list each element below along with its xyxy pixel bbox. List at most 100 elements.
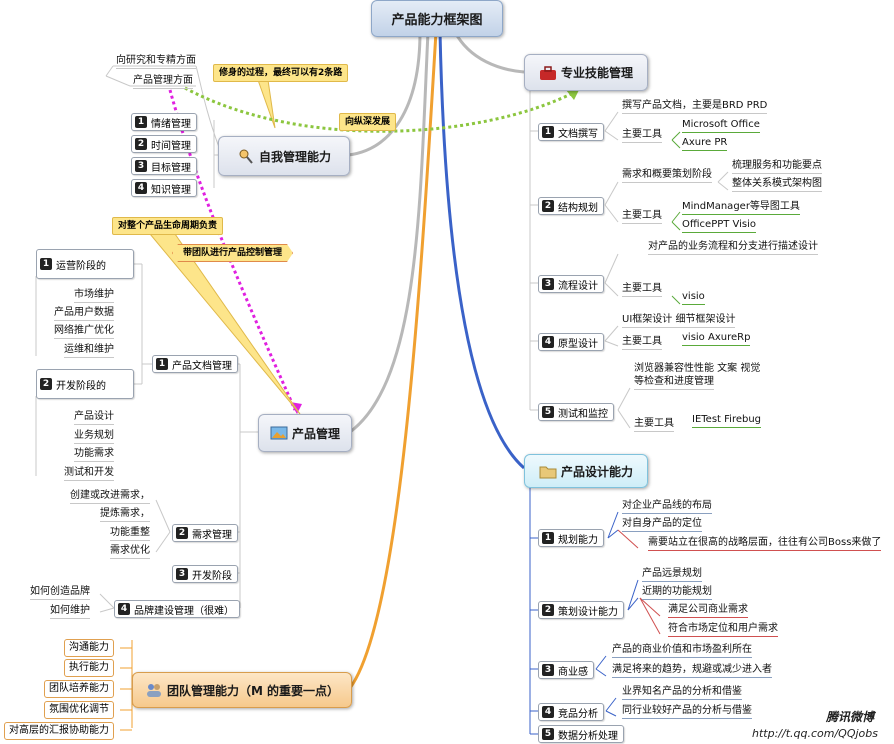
req-item-4: 需求优化 [110, 544, 150, 559]
skill-prototype-tool-1: visio AxureRp [682, 331, 751, 346]
doc-dev-item-3: 功能需求 [74, 447, 114, 462]
design-business-item-2: 满足将来的趋势，规避或减少进入者 [612, 663, 772, 678]
magnifier-person-icon [239, 149, 253, 164]
skill-flow-desc: 对产品的业务流程和分支进行描述设计 [648, 240, 818, 255]
design-topic[interactable]: 产品设计能力 [524, 454, 648, 488]
skill-doc-tool-2: Axure PR [682, 136, 728, 151]
team-item-atmosphere[interactable]: 氛围优化调节 [44, 701, 114, 719]
people-icon [146, 684, 161, 697]
doc-dev-item-2: 业务规划 [74, 429, 114, 444]
doc-ops-item-4: 运维和维护 [64, 343, 114, 358]
skill-structure-desc-2: 整体关系模式架构图 [732, 177, 822, 192]
doc-dev-item-4: 测试和开发 [64, 466, 114, 481]
toolbox-icon [539, 65, 556, 80]
self-path-product[interactable]: 产品管理方面 [133, 74, 193, 89]
skill-testing-tools-label: 主要工具 [634, 417, 674, 432]
skill-prototype-desc: UI框架设计 细节框架设计 [622, 313, 736, 328]
brand-item-2: 如何维护 [50, 604, 90, 619]
skills-label: 专业技能管理 [560, 66, 633, 80]
skill-structure-tool-2: OfficePPT Visio [682, 218, 757, 233]
self-management-label: 自我管理能力 [258, 149, 331, 164]
watermark-url: http://t.qq.com/QQjobs [752, 727, 878, 740]
design-competitor-item-2: 同行业较好产品的分析与借鉴 [622, 704, 752, 719]
design-strategy-item-2: 近期的功能规划 [642, 585, 712, 600]
self-path-research[interactable]: 向研究和专精方面 [116, 54, 196, 69]
watermark-brand: 腾讯微博 [826, 710, 875, 724]
root-to-self-line [347, 31, 422, 157]
design-planning-sub: 需要站立在很高的战略层面，往往有公司Boss来做了 [648, 536, 882, 551]
vertical-development-label: 向纵深发展 [339, 113, 397, 131]
skill-testing-desc-2: 等检查和进度管理 [634, 375, 714, 390]
doc-dev-item-1: 产品设计 [74, 410, 114, 425]
design-strategy-sub-1: 满足公司商业需求 [668, 603, 748, 618]
skill-doc-desc: 撰写产品文档，主要是BRD PRD [622, 99, 768, 114]
req-item-2: 提炼需求， [100, 507, 150, 522]
root-label: 产品能力框架图 [391, 13, 483, 28]
design-competitor-item-1: 业界知名产品的分析和借鉴 [622, 685, 742, 700]
team-item-training[interactable]: 团队培养能力 [44, 680, 114, 698]
design-strategy-item-1: 产品远景规划 [642, 567, 702, 582]
team-management-topic[interactable]: 团队管理能力（M 的重要一点） [132, 672, 352, 708]
self-paths-line [195, 65, 221, 151]
skill-structure-tool-1: MindManager等导图工具 [682, 200, 800, 215]
product-management-label: 产品管理 [291, 426, 340, 441]
team-control-callout: 带团队进行产品控制管理 [172, 244, 293, 262]
skill-doc-tools-label: 主要工具 [622, 128, 662, 143]
skill-flow-tool-1: visio [682, 290, 705, 305]
req-item-1: 创建或改进需求， [70, 489, 150, 504]
product-management-topic[interactable]: 产品管理 [258, 414, 352, 452]
skill-structure-tools-label: 主要工具 [622, 209, 662, 224]
skill-structure-desc: 需求和概要策划阶段 [622, 168, 712, 183]
team-management-label: 团队管理能力（M 的重要一点） [166, 683, 340, 698]
skill-flow-tools-label: 主要工具 [622, 282, 662, 297]
doc-ops-item-3: 网络推广优化 [54, 324, 114, 339]
skill-doc-tool-1: Microsoft Office [682, 118, 760, 133]
doc-ops-item-1: 市场维护 [74, 288, 114, 303]
skill-testing-tool-1: IETest Firebug [692, 413, 762, 428]
team-item-execution[interactable]: 执行能力 [64, 659, 114, 677]
root-topic[interactable]: 产品能力框架图 [371, 0, 503, 37]
folder-icon [539, 466, 557, 479]
skill-structure-desc-1: 梳理服务和功能要点 [732, 159, 822, 174]
skill-prototype-tools-label: 主要工具 [622, 335, 662, 350]
root-to-design-line [438, 31, 525, 470]
design-label: 产品设计能力 [560, 464, 633, 479]
vertical-development-arrow [184, 86, 576, 133]
team-item-reporting[interactable]: 对高层的汇报协助能力 [4, 722, 114, 740]
self-callout: 修身的过程，最终可以有2条路 [213, 64, 349, 82]
design-planning-item-1: 对企业产品线的布局 [622, 499, 712, 514]
root-to-skills-line [453, 31, 525, 74]
root-to-product-line [349, 31, 430, 434]
self-management-topic[interactable]: 自我管理能力 [218, 136, 350, 176]
skills-topic[interactable]: 专业技能管理 [524, 54, 648, 91]
design-business-item-1: 产品的商业价值和市场盈利所在 [612, 643, 752, 658]
team-item-communication[interactable]: 沟通能力 [64, 639, 114, 657]
callout-pointer [257, 79, 276, 129]
req-item-3: 功能重整 [110, 526, 150, 541]
lifecycle-callout: 对整个产品生命周期负责 [112, 217, 224, 235]
skill-testing-desc-1: 浏览器兼容性性能 文案 视觉 [634, 363, 761, 374]
design-planning-item-2: 对自身产品的定位 [622, 517, 702, 532]
brand-item-1: 如何创造品牌 [30, 585, 90, 600]
